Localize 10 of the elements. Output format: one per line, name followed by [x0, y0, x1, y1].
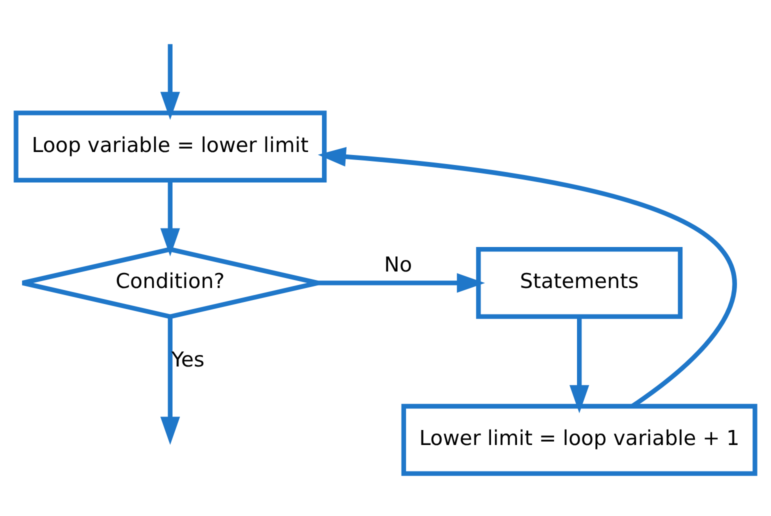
arrow	[160, 180, 180, 256]
arrow	[160, 44, 180, 120]
arrow	[318, 273, 485, 293]
edge-label: No	[384, 252, 412, 276]
node-box: Lower limit = loop variable + 1	[401, 404, 758, 476]
arrow	[160, 317, 180, 445]
arrow	[570, 317, 590, 414]
node-box: Loop variable = lower limit	[14, 110, 327, 183]
node-diamond: Condition?	[20, 246, 320, 319]
node-box: Statements	[476, 247, 683, 319]
